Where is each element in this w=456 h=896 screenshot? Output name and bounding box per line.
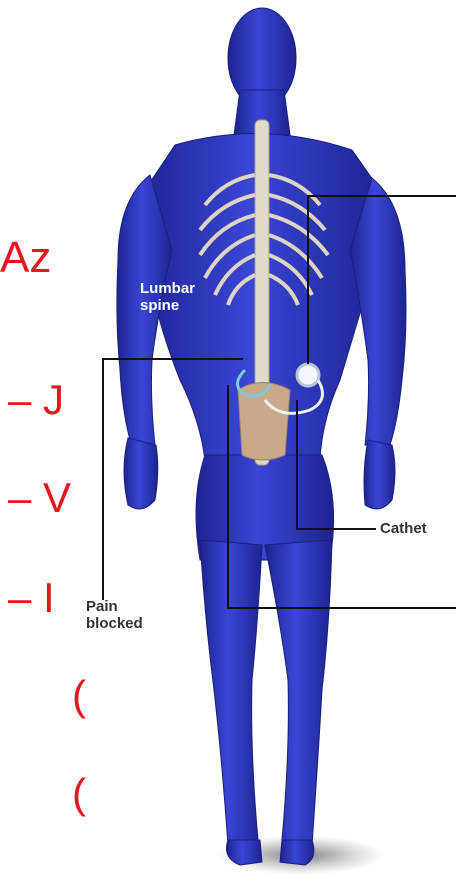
left-hand bbox=[124, 438, 158, 509]
right-foot bbox=[280, 840, 314, 865]
slide-continuation-1: ( bbox=[72, 672, 86, 720]
slide-heading: Az bbox=[0, 232, 51, 284]
pain-blocked-label-line-1: Pain bbox=[86, 598, 143, 615]
catheter-label: Cathet bbox=[380, 520, 427, 537]
lumbar-spine-label: Lumbar spine bbox=[140, 280, 195, 314]
lumbar-spine-label-line-2: spine bbox=[140, 297, 195, 314]
pump-icon bbox=[297, 364, 319, 386]
pain-blocked-label: Pain blocked bbox=[86, 598, 143, 632]
right-hand bbox=[364, 440, 395, 509]
slide-bullet-3: – I bbox=[8, 574, 55, 622]
slide-bullet-1: – J bbox=[8, 376, 64, 424]
right-leg bbox=[265, 540, 332, 845]
pain-blocked-label-line-2: blocked bbox=[86, 615, 143, 632]
left-leg bbox=[200, 540, 262, 845]
lumbar-spine-label-line-1: Lumbar bbox=[140, 280, 195, 297]
slide-continuation-2: ( bbox=[72, 770, 86, 818]
slide-bullet-2: – V bbox=[8, 474, 71, 522]
